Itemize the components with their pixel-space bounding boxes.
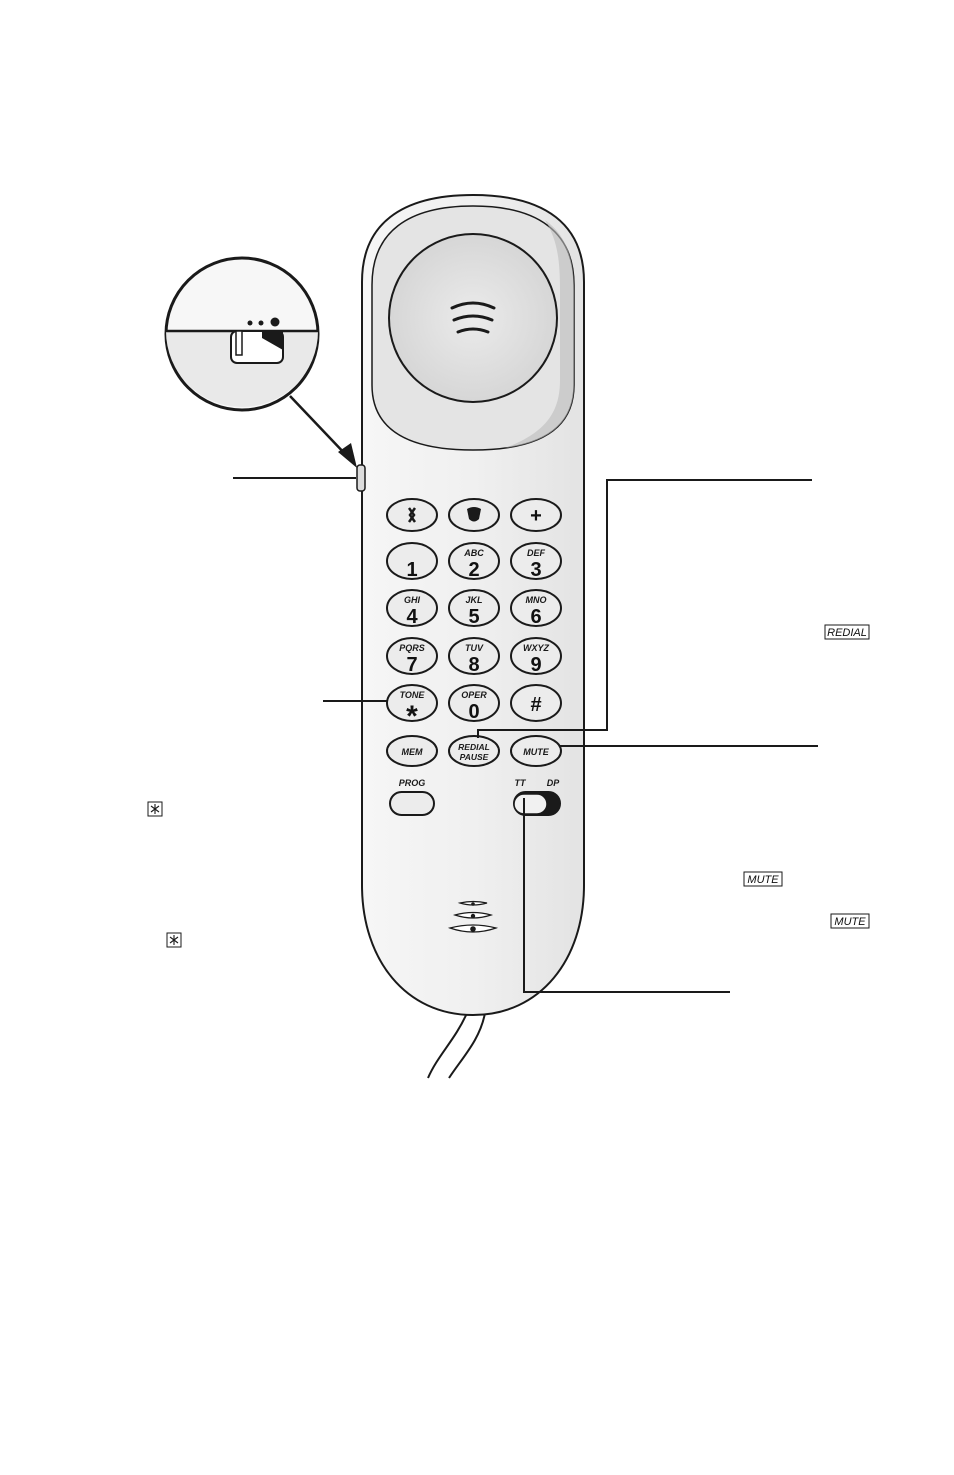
earpiece-slot-1 (450, 301, 496, 310)
earpiece (388, 233, 558, 403)
key-hash-digit: # (530, 694, 541, 716)
mute-button-label: MUTE (523, 747, 549, 757)
key-3-letters: DEF (527, 548, 546, 558)
callout-dial-mode-switch (523, 798, 730, 993)
mem-button[interactable]: MEM (386, 735, 438, 767)
prog-button[interactable] (389, 791, 435, 816)
key-star-letters: TONE (400, 690, 426, 700)
key-4-digit: 4 (406, 606, 418, 628)
mute-keycap-1: MUTE (743, 871, 783, 887)
magnifier-arrow (289, 395, 349, 458)
ringer-level-dot-mid (258, 320, 264, 326)
key-8-letters: TUV (465, 643, 484, 653)
key-7[interactable]: PQRS 7 (386, 637, 438, 676)
key-3[interactable]: DEF 3 (510, 542, 562, 581)
mute-keycap-2: MUTE (830, 913, 870, 929)
key-2[interactable]: ABC 2 (448, 542, 500, 581)
key-2-digit: 2 (468, 559, 479, 581)
mute-keycap-2-text: MUTE (834, 916, 866, 928)
redial-keycap: REDIAL (824, 624, 870, 640)
ringer-level-dot-low (247, 320, 253, 326)
mute-button[interactable]: MUTE (510, 735, 562, 767)
volume-key[interactable] (386, 498, 438, 532)
key-6-digit: 6 (530, 606, 541, 628)
key-6[interactable]: MNO 6 (510, 589, 562, 628)
key-0-digit: 0 (468, 701, 479, 723)
key-9-digit: 9 (530, 654, 541, 676)
phone-cord (427, 1012, 486, 1079)
key-star[interactable]: TONE * (386, 684, 438, 733)
key-0[interactable]: OPER 0 (448, 684, 500, 723)
callout-redial-button (477, 479, 812, 738)
plus-key-label: + (530, 505, 542, 527)
key-9[interactable]: WXYZ 9 (510, 637, 562, 676)
earpiece-slot-2 (452, 314, 494, 322)
volume-icon (407, 507, 417, 523)
flash-icon (467, 507, 481, 522)
key-star-digit: * (406, 700, 418, 733)
key-hash[interactable]: # (510, 684, 562, 722)
tt-label: TT (515, 778, 527, 788)
flash-key[interactable] (448, 498, 500, 532)
key-8-digit: 8 (468, 654, 479, 676)
key-3-digit: 3 (530, 559, 541, 581)
star-key-icon (147, 801, 163, 817)
key-4-letters: GHI (404, 595, 421, 605)
key-6-letters: MNO (526, 595, 547, 605)
mem-button-label: MEM (402, 747, 424, 757)
key-7-digit: 7 (406, 654, 417, 676)
key-4[interactable]: GHI 4 (386, 589, 438, 628)
ringer-switch[interactable] (356, 464, 366, 492)
key-2-letters: ABC (463, 548, 484, 558)
redial-label: REDIAL (458, 742, 490, 752)
key-1-digit: 1 (406, 559, 417, 581)
key-8[interactable]: TUV 8 (448, 637, 500, 676)
key-5-letters: JKL (465, 595, 482, 605)
dp-label: DP (547, 778, 560, 788)
redial-keycap-text: REDIAL (827, 627, 867, 639)
key-1[interactable]: 1 (386, 542, 438, 581)
pause-label: PAUSE (460, 752, 489, 762)
plus-key[interactable]: + (510, 498, 562, 532)
key-5[interactable]: JKL 5 (448, 589, 500, 628)
key-0-letters: OPER (461, 690, 487, 700)
dial-mode-switch[interactable] (513, 791, 561, 816)
ringer-level-dot-high (270, 317, 280, 327)
prog-label: PROG (399, 778, 426, 788)
ringer-switch-magnifier-icon (164, 256, 320, 412)
redial-pause-button[interactable]: REDIAL PAUSE (448, 735, 500, 767)
microphone-grille (447, 900, 499, 933)
star-key-icon (166, 932, 182, 948)
key-5-digit: 5 (468, 606, 479, 628)
callout-lines (233, 477, 818, 993)
earpiece-slot-3 (456, 327, 490, 334)
key-9-letters: WXYZ (523, 643, 550, 653)
key-7-letters: PQRS (399, 643, 425, 653)
mute-keycap-1-text: MUTE (747, 874, 779, 886)
